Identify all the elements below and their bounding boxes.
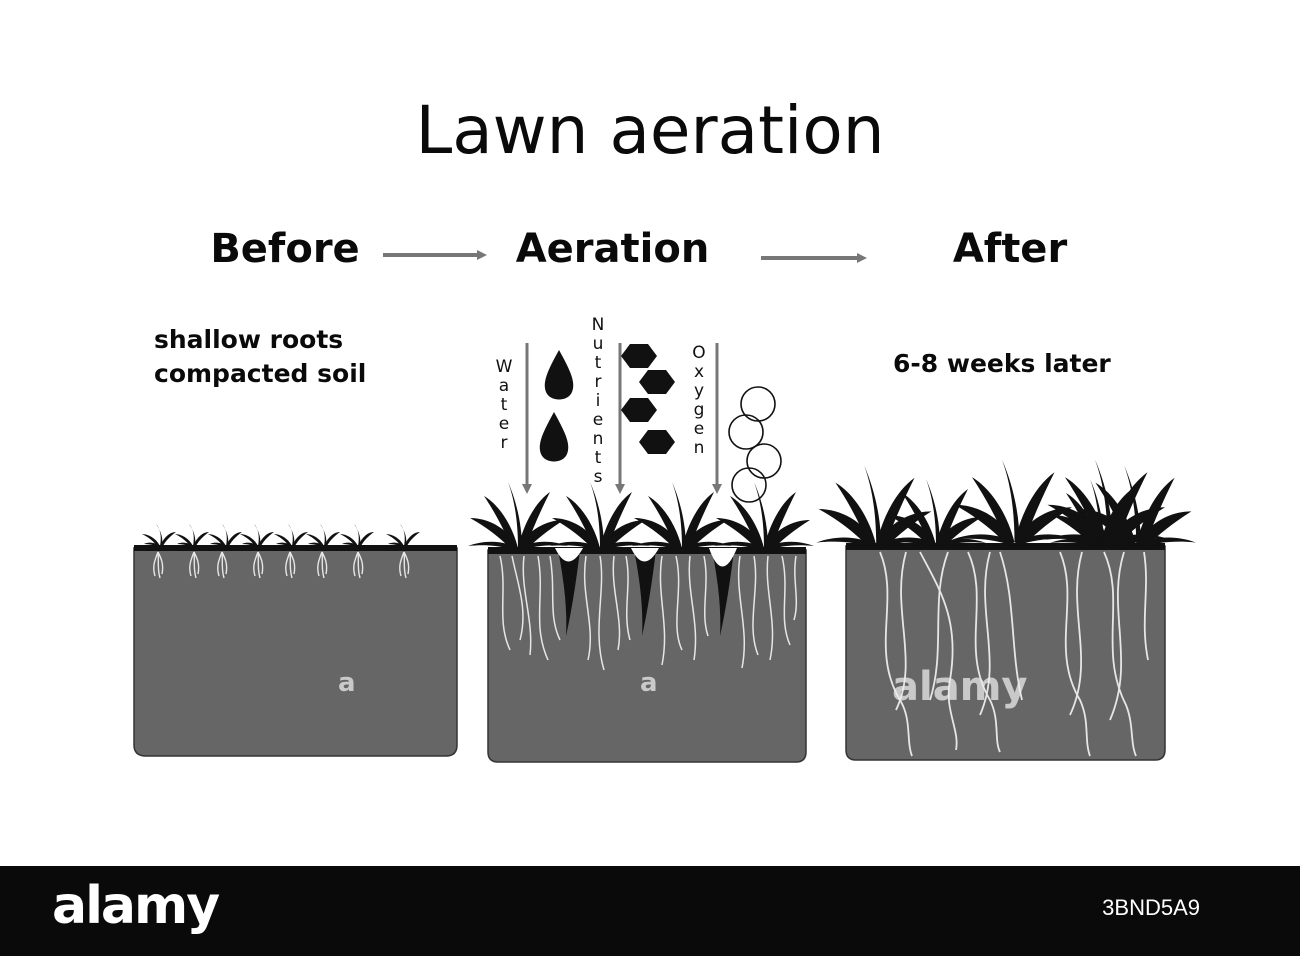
- nutrients-letter: s: [593, 467, 603, 487]
- after-grass: [816, 459, 1197, 548]
- oxygen-bubbles: [728, 386, 782, 503]
- water-drop-icon: [539, 412, 569, 462]
- nutrients-letter: i: [595, 391, 601, 411]
- before-note: shallow roots compacted soil: [154, 323, 366, 391]
- water-drops: [539, 350, 574, 462]
- before-note-line2: compacted soil: [154, 359, 367, 388]
- before-grass: [142, 524, 420, 546]
- after-note: 6-8 weeks later: [893, 349, 1111, 378]
- nutrients-letter: t: [594, 353, 602, 373]
- after-roots: [879, 551, 1149, 757]
- aeration-grass: [468, 482, 814, 550]
- stage-before-label: Before: [210, 226, 360, 272]
- bubble-icon: [731, 467, 767, 503]
- footer-bar: [0, 866, 1300, 956]
- aeration-soil-block: [468, 482, 814, 763]
- aeration-roots: [499, 555, 798, 671]
- nutrients-letter: u: [592, 334, 604, 354]
- oxygen-letter: n: [693, 438, 705, 458]
- footer-brand-logo: alamy: [52, 876, 220, 936]
- aeration-holes: [555, 548, 737, 636]
- water-drop-icon: [544, 350, 574, 400]
- oxygen-letter: y: [693, 381, 705, 401]
- oxygen-letter: g: [693, 400, 705, 420]
- stage-aeration-label: Aeration: [515, 226, 710, 272]
- hexagon-icon: [621, 398, 657, 422]
- bubble-icon: [746, 443, 782, 479]
- watermark-center: alamy: [892, 664, 1028, 710]
- water-letter: W: [495, 357, 513, 377]
- bubble-icon: [728, 414, 764, 450]
- water-letter: e: [498, 414, 510, 434]
- nutrients-letter: t: [594, 448, 602, 468]
- hexagon-icon: [639, 370, 675, 394]
- stage-after-label: After: [952, 226, 1068, 272]
- watermark-small: a: [338, 668, 356, 698]
- before-soil-block: [133, 524, 458, 757]
- water-letter: r: [500, 433, 508, 453]
- nutrients-letter: N: [591, 315, 605, 335]
- water-letter: t: [500, 395, 508, 415]
- oxygen-letter: O: [692, 343, 706, 363]
- oxygen-letter: e: [693, 419, 705, 439]
- aeration-diagram: [133, 250, 1197, 763]
- watermark-small: a: [640, 668, 658, 698]
- footer-image-id: 3BND5A9: [1102, 895, 1200, 920]
- diagram-title: Lawn aeration: [415, 92, 885, 169]
- before-note-line1: shallow roots: [154, 325, 344, 354]
- water-letter: a: [498, 376, 510, 396]
- hexagon-icon: [621, 344, 657, 368]
- hexagon-icon: [639, 430, 675, 454]
- nutrients-letter: e: [592, 410, 604, 430]
- nutrients-letter: n: [592, 429, 604, 449]
- oxygen-letter: x: [693, 362, 705, 382]
- nutrients-letter: r: [594, 372, 602, 392]
- bubble-icon: [740, 386, 776, 422]
- nutrient-hexagons: [621, 344, 675, 454]
- after-soil-block: [816, 459, 1197, 761]
